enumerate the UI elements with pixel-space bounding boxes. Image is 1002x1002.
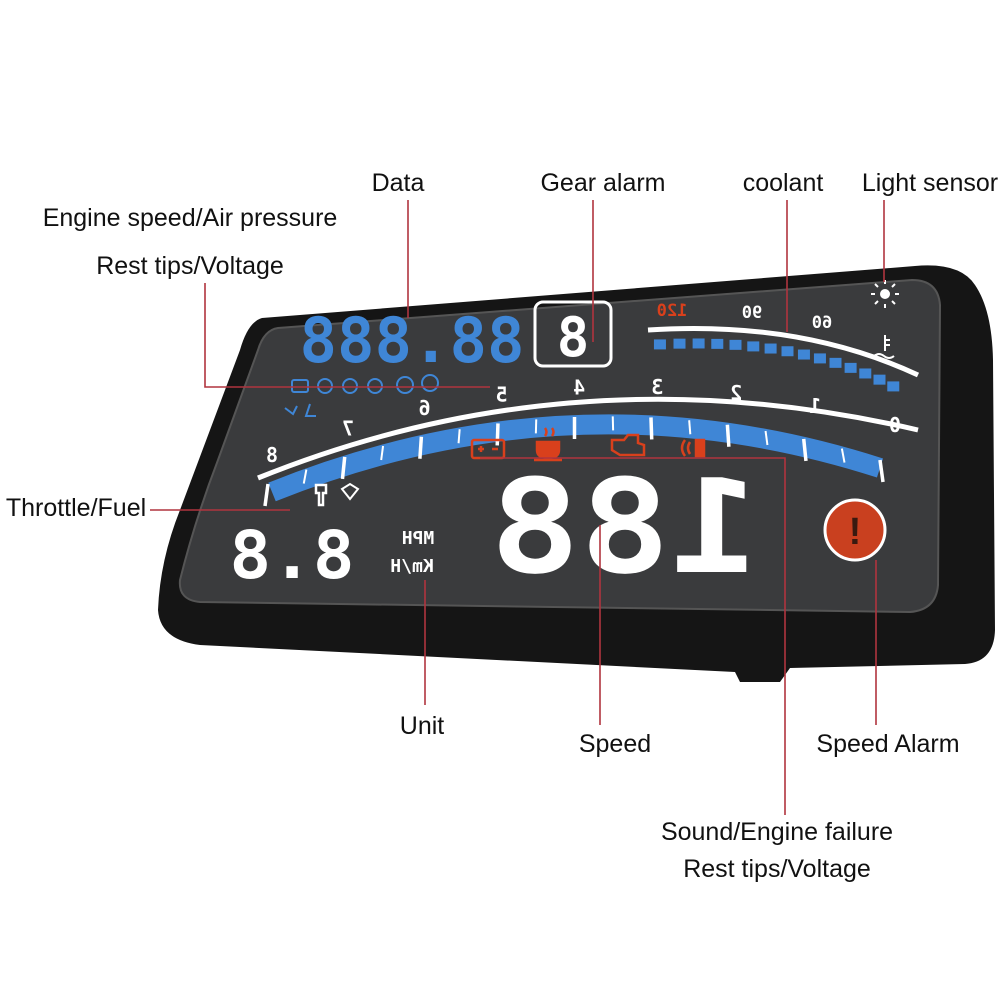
warning-icons xyxy=(470,427,706,462)
gear-box xyxy=(533,300,613,368)
label-speed-alarm: Speed Alarm xyxy=(816,730,959,758)
coolant-block xyxy=(653,339,666,350)
coolant-arc xyxy=(647,325,920,378)
engine-failure-icon xyxy=(610,433,646,457)
coolant-block xyxy=(781,346,794,357)
gear-readout: 8 xyxy=(557,306,590,369)
fuel-readout: 8.8 xyxy=(230,517,355,594)
rpm-label: 0 xyxy=(889,413,901,437)
engine-indicator-icons xyxy=(284,374,439,417)
rpm-tick xyxy=(340,456,347,480)
coolant-label-120: 120 xyxy=(657,301,688,321)
label-sound-engine-failure: Sound/Engine failure xyxy=(661,818,893,846)
rpm-label: 5 xyxy=(496,383,508,407)
unit-mph: MPH xyxy=(402,528,435,549)
sound-icon xyxy=(680,438,706,458)
label-throttle-fuel: Throttle/Fuel xyxy=(6,494,146,522)
fuel-icon xyxy=(340,482,360,501)
rpm-tick xyxy=(457,429,461,444)
coolant-block xyxy=(829,357,842,368)
speed-alarm-symbol: ! xyxy=(849,511,862,553)
rpm-label: 1 xyxy=(809,394,821,418)
coolant-block xyxy=(711,338,724,349)
rpm-tick xyxy=(688,420,692,435)
leader-lines xyxy=(150,200,885,815)
unit-kmh: Km/H xyxy=(390,556,433,577)
rpm-arc xyxy=(257,396,919,481)
speed-alarm-icon xyxy=(823,498,887,562)
coolant-label-60: 60 xyxy=(812,313,832,333)
coolant-label-90: 90 xyxy=(742,303,762,323)
rpm-tick xyxy=(725,424,731,447)
label-data: Data xyxy=(372,169,425,197)
label-speed: Speed xyxy=(579,730,651,758)
label-coolant: coolant xyxy=(743,169,824,197)
rpm-ticks xyxy=(263,416,885,507)
coolant-bar xyxy=(653,338,900,392)
rpm-tick xyxy=(878,459,885,483)
rpm-label: 4 xyxy=(573,376,585,400)
rpm-scale: 8 7 6 5 4 3 2 1 0 xyxy=(266,375,901,467)
coolant-block xyxy=(873,374,886,385)
data-readout: 88.888 xyxy=(300,304,525,377)
label-light-sensor: Light sensor xyxy=(862,169,998,197)
coolant-block xyxy=(729,339,742,350)
rpm-tick xyxy=(840,448,846,463)
rpm-tick xyxy=(302,469,308,484)
rpm-tick xyxy=(649,417,654,440)
coolant-block xyxy=(887,381,900,392)
rpm-label: 2 xyxy=(730,381,742,405)
rpm-label: 6 xyxy=(419,396,431,420)
coolant-block xyxy=(859,368,872,379)
coffee-cup-rest-icon xyxy=(534,427,562,462)
coolant-block xyxy=(747,341,760,352)
label-rest-tips-top: Rest tips/Voltage xyxy=(96,252,284,280)
rpm-tick xyxy=(380,445,385,461)
label-unit: Unit xyxy=(400,712,445,740)
rpm-tick xyxy=(801,438,808,462)
label-rest-tips-bottom: Rest tips/Voltage xyxy=(683,855,871,883)
rpm-tick xyxy=(495,423,500,446)
coolant-block xyxy=(692,338,705,349)
label-engine-speed: Engine speed/Air pressure xyxy=(43,204,338,232)
rpm-tick xyxy=(263,483,270,507)
rpm-label: 8 xyxy=(266,443,278,467)
rpm-tick xyxy=(764,430,769,446)
throttle-icon xyxy=(314,483,328,507)
speed-readout: 188 xyxy=(490,451,760,603)
coolant-temperature-icon xyxy=(873,335,895,359)
rpm-label: 3 xyxy=(651,375,663,399)
coolant-block xyxy=(764,343,777,354)
coolant-block xyxy=(797,349,810,360)
coolant-block xyxy=(673,338,686,349)
rpm-tick xyxy=(418,436,424,459)
light-sensor-icon xyxy=(871,280,899,308)
label-gear-alarm: Gear alarm xyxy=(540,169,665,197)
coolant-block xyxy=(844,362,857,373)
rpm-label: 7 xyxy=(342,416,354,440)
coolant-block xyxy=(813,353,826,364)
